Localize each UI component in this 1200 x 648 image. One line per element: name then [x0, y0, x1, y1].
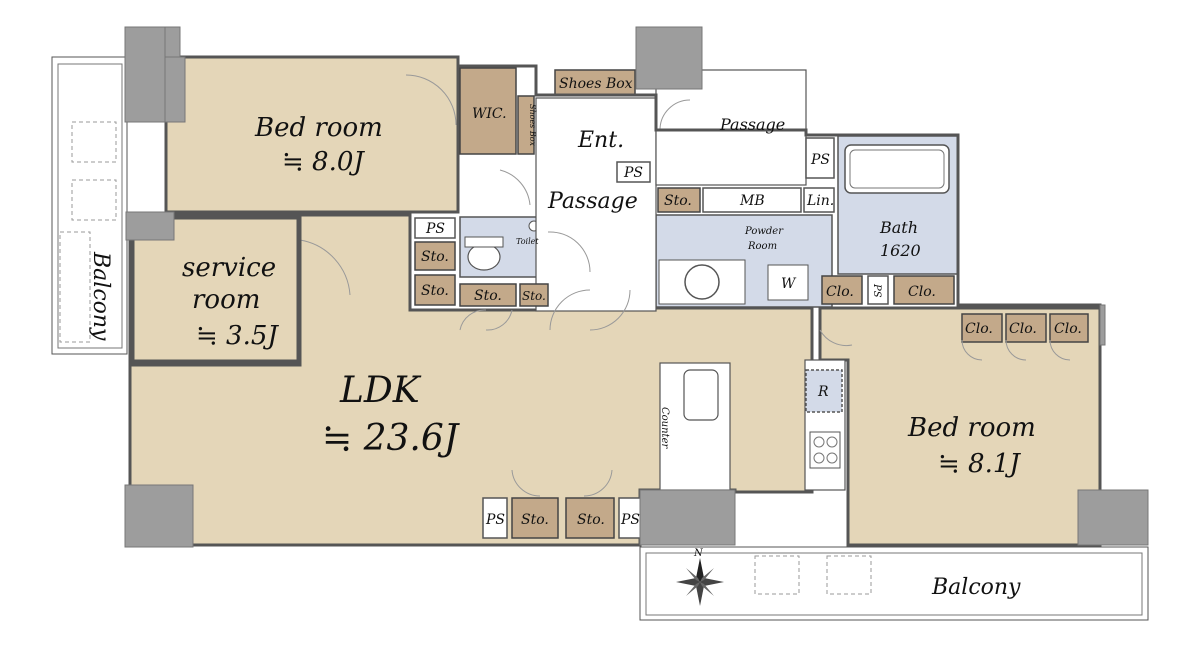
clo-1-label: Clo. [826, 284, 854, 300]
ps-toilet [414, 217, 456, 239]
shoes-box-label: Shoes Box [559, 76, 633, 92]
balcony-south: Balcony [639, 546, 1149, 621]
compass-icon: N [676, 548, 724, 606]
sto-passage-label: Sto. [664, 193, 692, 209]
ps-bath [805, 137, 835, 179]
fridge [805, 369, 843, 413]
bedroom2-size: ≒ 8.1J [938, 449, 1021, 479]
powder-room-line1: Powder [744, 226, 784, 237]
clo-2 [893, 275, 955, 305]
clo-5 [1049, 313, 1089, 343]
balcony-west-label: Balcony [88, 251, 113, 341]
column-se [1077, 489, 1149, 546]
compass-north-label: N [693, 548, 704, 559]
bath-size: 1620 [880, 241, 921, 260]
sto-ldk-1 [511, 497, 559, 539]
passage-mid-label: Passage [547, 189, 638, 214]
clo-3-label: Clo. [965, 321, 993, 337]
bedroom1-floor [164, 55, 460, 214]
bedroom2-name: Bed room [907, 413, 1036, 443]
clo-1 [821, 275, 863, 305]
mb-label: MB [739, 193, 765, 209]
ldk-size: ≒ 23.6J [322, 418, 461, 459]
sto-ldk-1-label: Sto. [521, 512, 549, 528]
service-room-line1: service [182, 253, 276, 283]
shoes-box-side [517, 95, 535, 155]
clo-5-label: Clo. [1054, 321, 1082, 337]
clo-4 [1005, 313, 1047, 343]
service-room-line2: room [192, 285, 260, 315]
toilet-label: Toilet [516, 237, 539, 246]
ps-ldk-1 [482, 497, 508, 539]
clo-2-label: Clo. [908, 284, 936, 300]
ps-bath-label: PS [810, 152, 830, 168]
ps-entry [616, 161, 651, 183]
column-sw [124, 484, 194, 548]
sto-toilet-1 [414, 241, 456, 271]
fridge-label: R [817, 384, 829, 400]
sto-toilet-3 [459, 283, 517, 307]
column-ne [635, 26, 703, 90]
ps-entry-label: PS [623, 165, 643, 181]
service-room-size: ≒ 3.5J [196, 321, 279, 351]
sto-toilet-3-label: Sto. [474, 288, 502, 304]
ps-clo [867, 275, 889, 305]
lin-label: Lin. [806, 193, 834, 209]
clo-3 [961, 313, 1003, 343]
ps-ldk-1-label: PS [485, 512, 505, 528]
ldk-name: LDK [339, 370, 422, 411]
ps-ldk-2-label: PS [620, 512, 640, 528]
column-s [639, 489, 736, 546]
bath-name: Bath [879, 218, 918, 237]
shoes-box-side-label: Shoes Box [528, 104, 537, 147]
ps-toilet-label: PS [425, 221, 445, 237]
passage-top-label: Passage [719, 115, 785, 134]
washer-label: W [781, 276, 797, 292]
wic-label: WIC. [472, 106, 507, 122]
mb [702, 187, 802, 213]
powder-room-line2: Room [747, 241, 777, 252]
lin [803, 187, 835, 213]
wic [459, 67, 517, 155]
clo-4-label: Clo. [1009, 321, 1037, 337]
balcony-west: Balcony [51, 56, 128, 355]
sto-ldk-2 [565, 497, 615, 539]
sto-toilet-4-label: Sto. [522, 289, 546, 303]
bedroom1-size: ≒ 8.0J [282, 147, 365, 177]
counter-label: Counter [659, 407, 670, 449]
sto-toilet-2 [414, 274, 456, 306]
stove-icon [809, 431, 841, 469]
entrance-label: Ent. [577, 128, 624, 153]
sto-toilet-2-label: Sto. [421, 283, 449, 299]
bedroom1-name: Bed room [254, 113, 383, 143]
sto-toilet-1-label: Sto. [421, 249, 449, 265]
column-w [125, 211, 175, 241]
shoes-box [554, 69, 636, 96]
service-room-floor [131, 216, 300, 363]
sto-passage [657, 187, 701, 213]
sto-toilet-4 [519, 283, 549, 307]
column-e [1099, 304, 1106, 346]
sto-ldk-2-label: Sto. [577, 512, 605, 528]
ps-clo-label: PS [871, 283, 882, 298]
balcony-south-label: Balcony [931, 575, 1021, 600]
